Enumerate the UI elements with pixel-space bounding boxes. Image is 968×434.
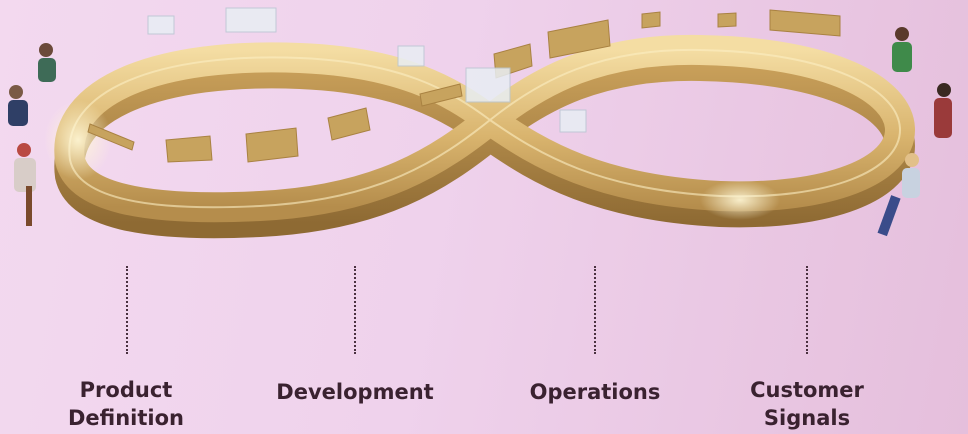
- floating-tiles: [87, 9, 841, 163]
- loop-inner-edge: [68, 48, 902, 209]
- stage-label-customer-signals: Customer Signals: [750, 378, 864, 430]
- stage-connector-operations: [594, 266, 596, 354]
- tile-7: [641, 11, 661, 29]
- screen-4: [465, 67, 511, 103]
- floating-screens: [147, 7, 587, 133]
- glow-left: [44, 100, 112, 180]
- screen-5: [559, 109, 587, 133]
- stage-connector-customer-signals: [806, 266, 808, 354]
- screen-3: [397, 45, 425, 67]
- screen-2: [225, 7, 277, 33]
- people-right: [877, 27, 952, 237]
- tile-3: [327, 107, 371, 141]
- stage-connector-product-definition: [126, 266, 128, 354]
- tile-4: [419, 83, 463, 107]
- screen-1: [147, 15, 175, 35]
- tile-6: [547, 19, 611, 59]
- tile-1: [165, 135, 213, 163]
- glow-right: [700, 180, 780, 220]
- tile-10: [87, 123, 135, 151]
- stage-label-product-definition: Product Definition: [67, 378, 185, 430]
- stage-connector-development: [354, 266, 356, 354]
- tile-8: [717, 12, 737, 28]
- tile-2: [245, 127, 299, 163]
- stage-label-operations: Operations: [529, 380, 661, 404]
- stage-label-development: Development: [276, 380, 434, 404]
- tile-9: [769, 9, 841, 37]
- people-left: [8, 43, 56, 226]
